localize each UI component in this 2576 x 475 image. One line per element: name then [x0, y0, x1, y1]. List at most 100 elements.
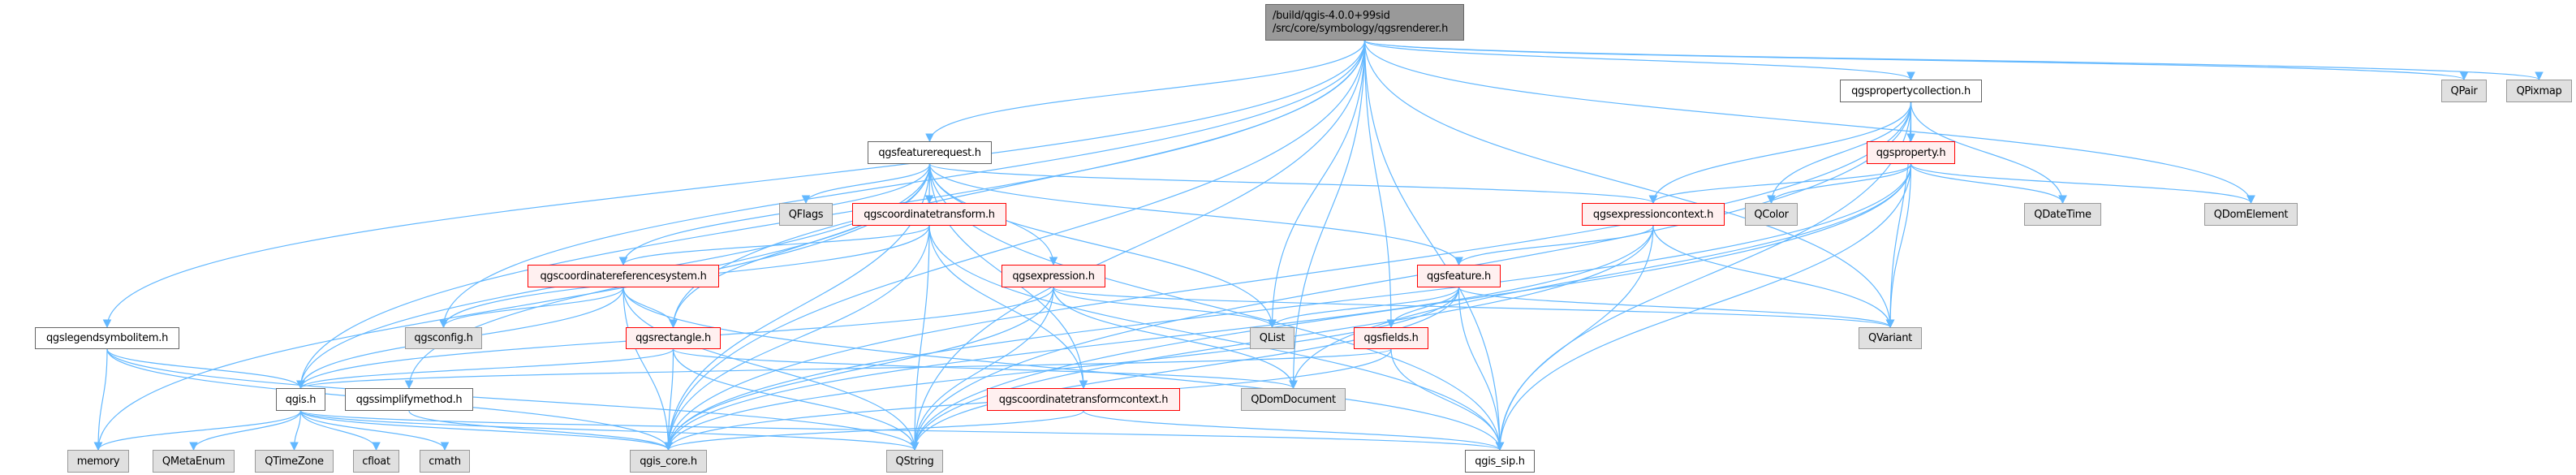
edge-qgslegendsymbolitem-to-memory	[93, 348, 108, 451]
edge-main-to-QString	[910, 40, 1366, 451]
node-qgis-sip-h[interactable]: qgis_sip.h	[1465, 450, 1535, 473]
node-qgscoordinatereferencesystem-h[interactable]: qgscoordinatereferencesystem.h	[528, 265, 719, 287]
edge-qgsproperty-to-QString	[910, 163, 1912, 451]
edge-qgscoordinatetransform-to-qgis_sip	[928, 225, 1505, 451]
edge-qgsfeature-to-qgis_core	[664, 287, 1460, 451]
node-qgsfeaturerequest-h[interactable]: qgsfeaturerequest.h	[868, 141, 992, 164]
node-qlist[interactable]: QList	[1250, 327, 1294, 349]
node-memory[interactable]: memory	[67, 450, 129, 473]
edge-qgis-to-cfloat	[299, 410, 381, 451]
edge-qgis-to-QTimeZone	[290, 410, 302, 451]
node-label-file: /src/core/symbology/qgsrenderer.h	[1273, 22, 1449, 35]
edge-qgsproperty-to-qgsexpressioncontext	[1648, 163, 1912, 205]
edge-qgscoordinatetransformcontext-to-qgis_core	[664, 410, 1084, 451]
node-qgis-core-h[interactable]: qgis_core.h	[630, 450, 707, 473]
node-qpixmap[interactable]: QPixmap	[2506, 80, 2572, 102]
edge-qgscoordinatetransformcontext-to-qgis_sip	[1083, 410, 1505, 451]
node-qgscoordinatetransform-h[interactable]: qgscoordinatetransform.h	[852, 203, 1006, 226]
edge-qgsexpression-to-QDomDocument	[1053, 287, 1298, 390]
edge-qgsrectangle-to-qgis_core	[664, 348, 674, 451]
edge-qgscoordinatetransform-to-QString	[910, 225, 930, 451]
node-qgssimplifymethod-h[interactable]: qgssimplifymethod.h	[345, 388, 473, 411]
edge-qgspropertycollection-to-QColor	[1767, 101, 1912, 205]
edge-qgsproperty-to-QDomElement	[1910, 163, 2255, 205]
node-qgsproperty-h[interactable]: qgsproperty.h	[1867, 141, 1955, 164]
edge-qgis-to-qgis_sip	[299, 410, 1504, 451]
edge-qgsrectangle-to-qgis	[296, 348, 674, 390]
edge-qgsexpression-to-QVariant	[1053, 287, 1894, 329]
node-qdomdocument[interactable]: QDomDocument	[1241, 388, 1346, 411]
edge-qgis-to-cmath	[299, 410, 450, 451]
edge-main-to-qgsfields	[1363, 40, 1396, 329]
edge-qgis-to-qgis_core	[299, 410, 673, 451]
node-qgsconfig-h[interactable]: qgsconfig.h	[405, 327, 482, 349]
node-qgspropertycollection-h[interactable]: qgspropertycollection.h	[1840, 80, 1982, 102]
edge-qgsproperty-to-qgis_core	[664, 163, 1912, 451]
edge-qgis-to-QMetaEnum	[189, 410, 302, 451]
edge-qgssimplifymethod-to-qgis_core	[408, 410, 673, 451]
edge-main-to-qgspropertycollection	[1363, 40, 1915, 81]
edge-main-to-qgslegendsymbolitem	[102, 40, 1366, 329]
edge-qgis-to-memory	[93, 410, 302, 451]
edge-qgspropertycollection-to-QVariant	[1885, 101, 1912, 329]
node-cfloat[interactable]: cfloat	[353, 450, 399, 473]
node-qflags[interactable]: QFlags	[779, 203, 833, 226]
edge-qgspropertycollection-to-qgsexpressioncontext	[1648, 101, 1912, 205]
edge-qgsrectangle-to-QDomDocument	[672, 348, 1298, 390]
edge-qgsexpressioncontext-to-QVariant	[1652, 225, 1895, 329]
edge-qgsfeature-to-QString	[910, 287, 1460, 451]
edge-qgspropertycollection-to-qgis_sip	[1495, 101, 1912, 451]
edge-qgscoordinatetransform-to-qgis_core	[664, 225, 930, 451]
edge-qgsfeaturerequest-to-QList	[928, 163, 1277, 329]
node-qstring[interactable]: QString	[886, 450, 943, 473]
edge-qgscoordinatereferencesystem-to-qgsrectangle	[622, 287, 678, 329]
node-qgscoordinatetransformcontext-h[interactable]: qgscoordinatetransformcontext.h	[987, 388, 1180, 411]
node-cmath[interactable]: cmath	[420, 450, 470, 473]
edge-qgsfeaturerequest-to-QFlags	[801, 163, 931, 205]
node-qgsexpressioncontext-h[interactable]: qgsexpressioncontext.h	[1582, 203, 1725, 226]
edge-qgsfeature-to-qgis_sip	[1458, 287, 1505, 451]
node-qdomelement[interactable]: QDomElement	[2204, 203, 2298, 226]
edge-qgsexpression-to-QList	[1053, 287, 1277, 329]
node-qgis-h[interactable]: qgis.h	[276, 388, 325, 411]
edge-qgsproperty-to-QColor	[1767, 163, 1912, 205]
node-qgsrectangle-h[interactable]: qgsrectangle.h	[626, 327, 721, 349]
edge-qgsfeature-to-QList	[1268, 287, 1460, 329]
edge-qgsfeaturerequest-to-qgsexpressioncontext	[928, 163, 1658, 205]
edge-qgsrectangle-to-QString	[672, 348, 920, 451]
edge-qgsexpressioncontext-to-qgsfeature	[1454, 225, 1654, 266]
node-qgsrenderer-h[interactable]: /build/qgis-4.0.0+99sid /src/core/symbol…	[1265, 4, 1464, 41]
edge-qgscoordinatereferencesystem-to-QString	[622, 287, 920, 451]
node-qdatetime[interactable]: QDateTime	[2024, 203, 2101, 226]
edge-qgsproperty-to-QDateTime	[1910, 163, 2067, 205]
node-qgsfeature-h[interactable]: qgsfeature.h	[1417, 265, 1501, 287]
node-qvariant[interactable]: QVariant	[1859, 327, 1922, 349]
edge-qgscoordinatetransform-to-qgscoordinatereferencesystem	[618, 225, 930, 266]
node-qtimezone[interactable]: QTimeZone	[255, 450, 334, 473]
edge-qgis-to-QString	[299, 410, 920, 451]
edge-main-to-qgis_sip	[1363, 40, 1505, 451]
node-qgsfields-h[interactable]: qgsfields.h	[1354, 327, 1428, 349]
node-label-path: /build/qgis-4.0.0+99sid	[1273, 9, 1390, 22]
edge-qgsfeature-to-qgsfields	[1386, 287, 1460, 329]
edge-main-to-QPixmap	[1363, 40, 2544, 81]
node-qmetaenum[interactable]: QMetaEnum	[153, 450, 235, 473]
edge-main-to-qgsconfig	[439, 40, 1366, 329]
edge-main-to-QDomDocument	[1289, 40, 1366, 390]
node-qcolor[interactable]: QColor	[1745, 203, 1798, 226]
edge-main-to-QDomElement	[1363, 40, 2255, 205]
edge-qgsfeaturerequest-to-qgsfeature	[928, 163, 1463, 266]
edge-qgspropertycollection-to-QDateTime	[1910, 101, 2067, 205]
edge-main-to-QVariant	[1363, 40, 1895, 329]
node-qgsexpression-h[interactable]: qgsexpression.h	[1002, 265, 1105, 287]
edge-qgsproperty-to-QVariant	[1885, 163, 1912, 329]
edge-qgslegendsymbolitem-to-qgis	[106, 348, 305, 390]
node-qpair[interactable]: QPair	[2441, 80, 2487, 102]
edge-qgsproperty-to-qgis_sip	[1495, 163, 1912, 451]
node-qgslegendsymbolitem-h[interactable]: qgslegendsymbolitem.h	[35, 327, 179, 349]
edge-main-to-QPair	[1363, 40, 2468, 81]
edge-qgsproperty-to-QDomDocument	[1289, 163, 1912, 390]
edge-qgsfeaturerequest-to-qgscoordinatereferencesystem	[618, 163, 931, 266]
edge-main-to-qgsfeaturerequest	[925, 40, 1366, 143]
